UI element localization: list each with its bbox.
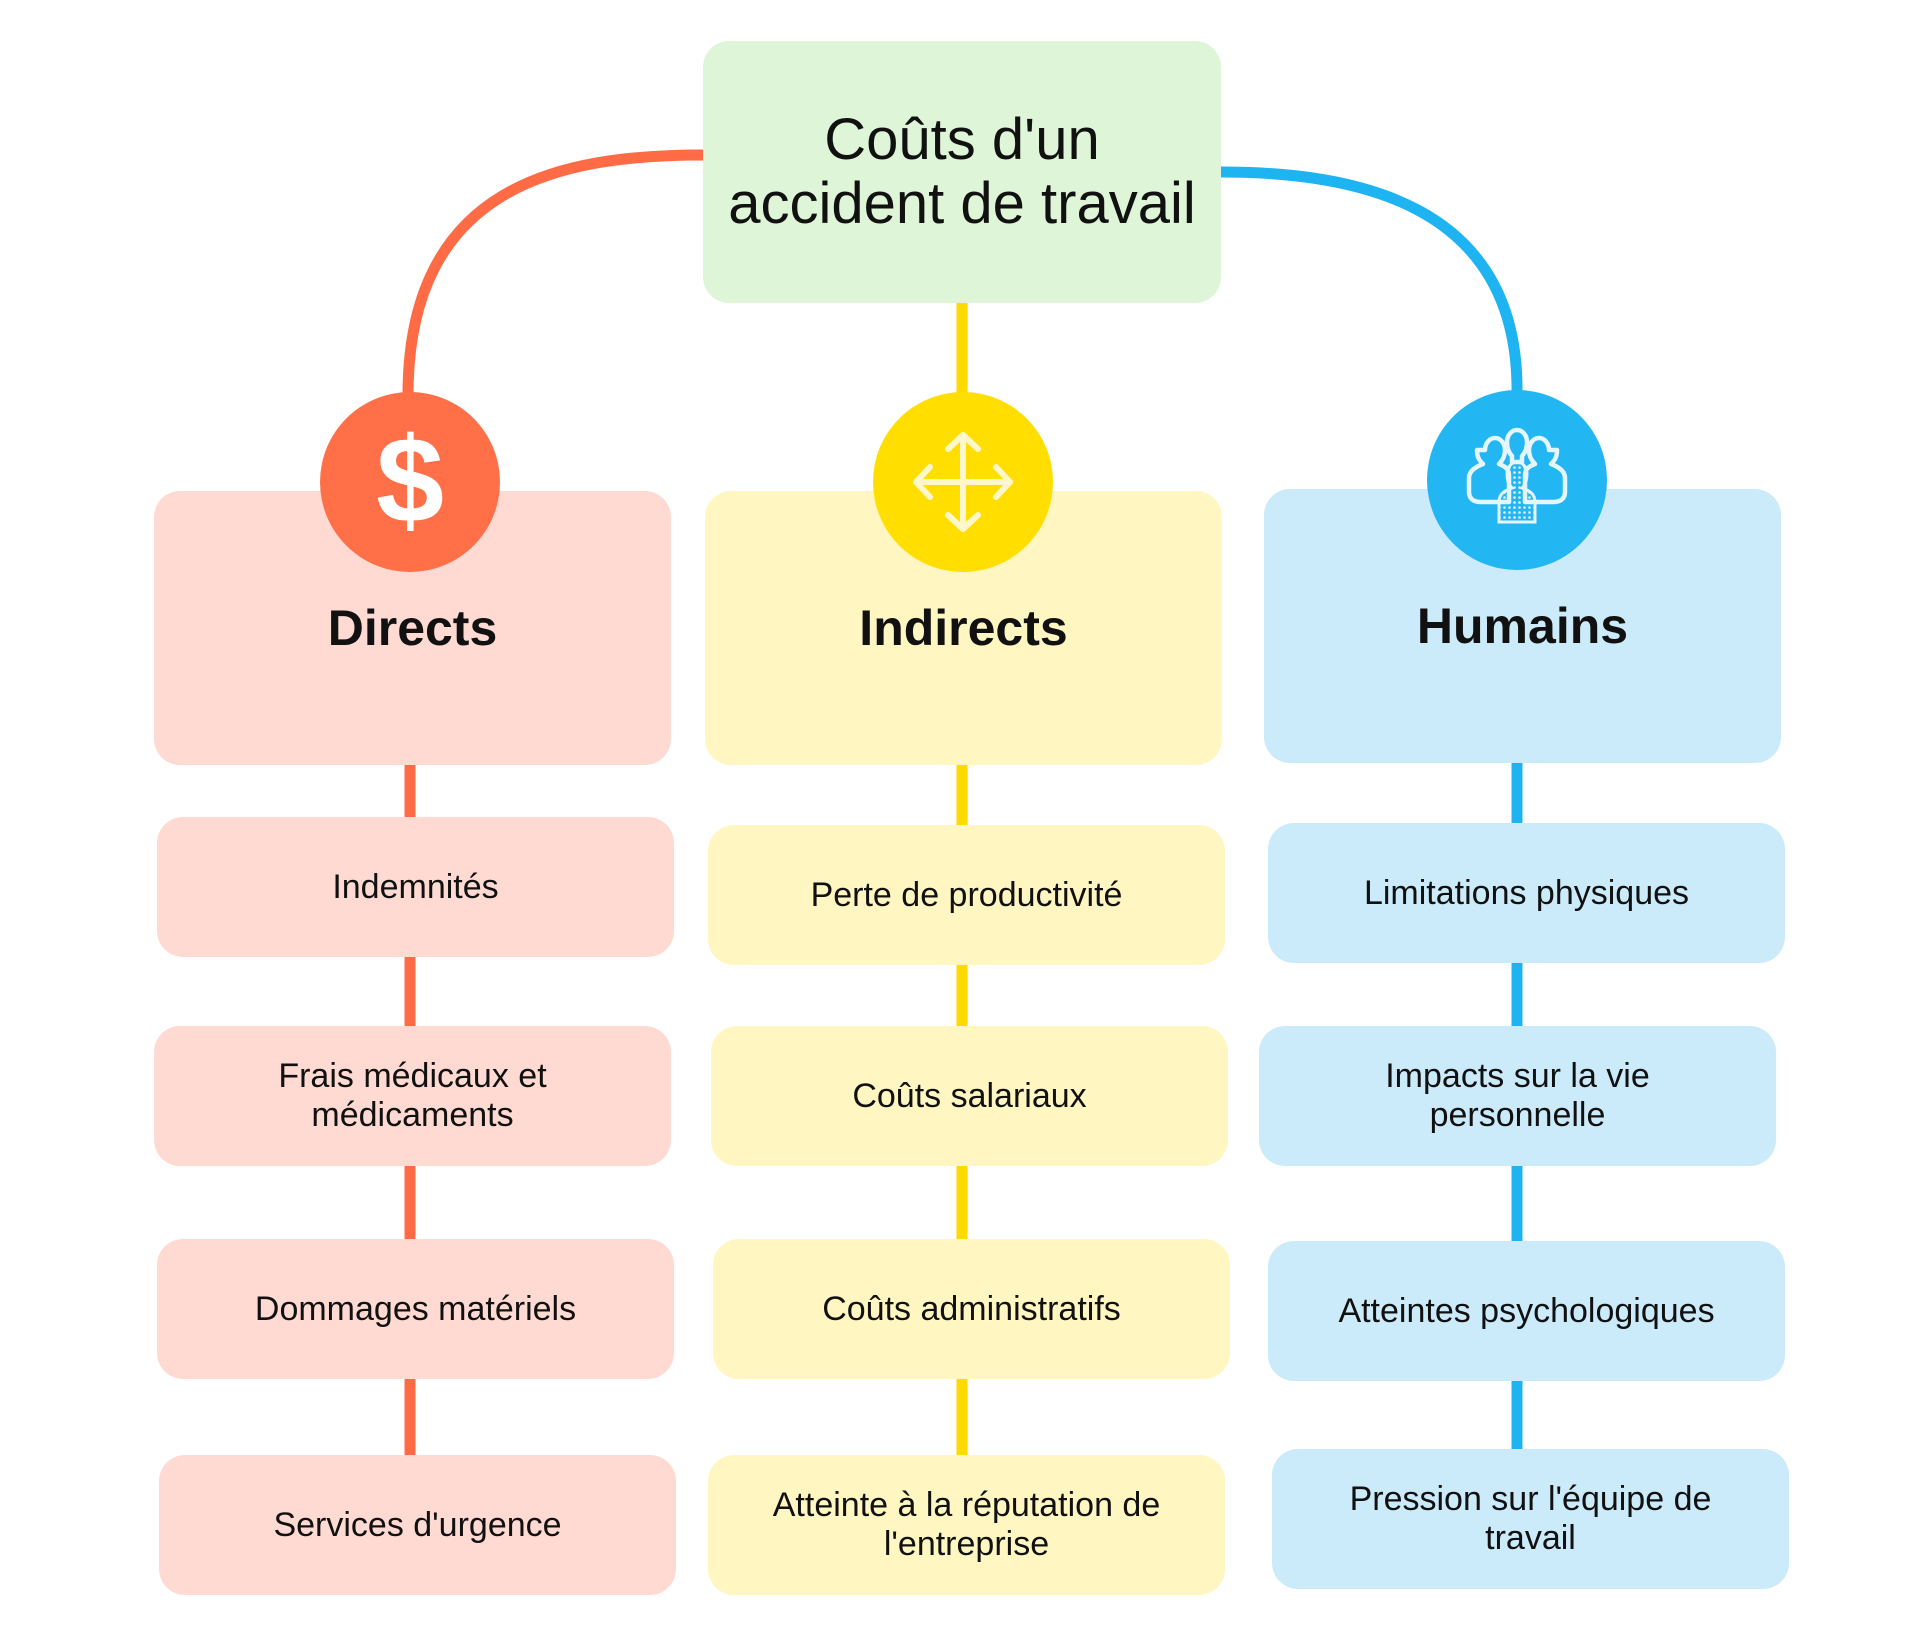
move-arrows-icon [913,432,1013,532]
root-title: Coûts d'un accident de travail [728,107,1196,236]
humains-circle [1427,390,1607,570]
item-label: Coûts salariaux [852,1076,1087,1115]
item-directs-4: Services d'urgence [159,1455,676,1595]
category-title-indirects: Indirects [859,600,1068,656]
category-title-humains: Humains [1416,598,1629,654]
item-humains-1: Limitations physiques [1268,823,1785,963]
item-humains-4: Pression sur l'équipe de travail [1272,1449,1789,1589]
item-label: Impacts sur la vie personnelle [1385,1057,1650,1134]
directs-circle: $ [320,392,500,572]
item-directs-3: Dommages matériels [157,1239,674,1379]
root-node: Coûts d'un accident de travail [703,41,1221,303]
item-indirects-2: Coûts salariaux [711,1026,1228,1166]
dollar-icon: $ [376,422,444,542]
people-group-icon [1466,427,1568,524]
indirects-circle [873,392,1053,572]
item-indirects-3: Coûts administratifs [713,1239,1230,1379]
item-indirects-4: Atteinte à la réputation de l'entreprise [708,1455,1225,1595]
category-header-directs: Directs [154,491,671,765]
connector-root-directs [402,149,709,401]
item-label: Indemnités [332,867,499,906]
item-label: Frais médicaux et médicaments [278,1057,547,1134]
item-label: Atteinte à la réputation de l'entreprise [772,1486,1161,1563]
item-label: Coûts administratifs [822,1289,1121,1328]
item-label: Atteintes psychologiques [1338,1291,1715,1330]
category-title-directs: Directs [327,600,498,656]
item-label: Services d'urgence [273,1505,562,1544]
item-directs-1: Indemnités [157,817,674,957]
item-label: Perte de productivité [810,875,1123,914]
item-humains-2: Impacts sur la vie personnelle [1259,1026,1776,1166]
item-label: Limitations physiques [1363,873,1690,912]
svg-text:$: $ [376,422,444,542]
item-label: Dommages matériels [254,1289,577,1328]
connector-root-humains [1215,166,1523,401]
item-humains-3: Atteintes psychologiques [1268,1241,1785,1381]
item-indirects-1: Perte de productivité [708,825,1225,965]
item-directs-2: Frais médicaux et médicaments [154,1026,671,1166]
item-label: Pression sur l'équipe de travail [1349,1480,1712,1557]
